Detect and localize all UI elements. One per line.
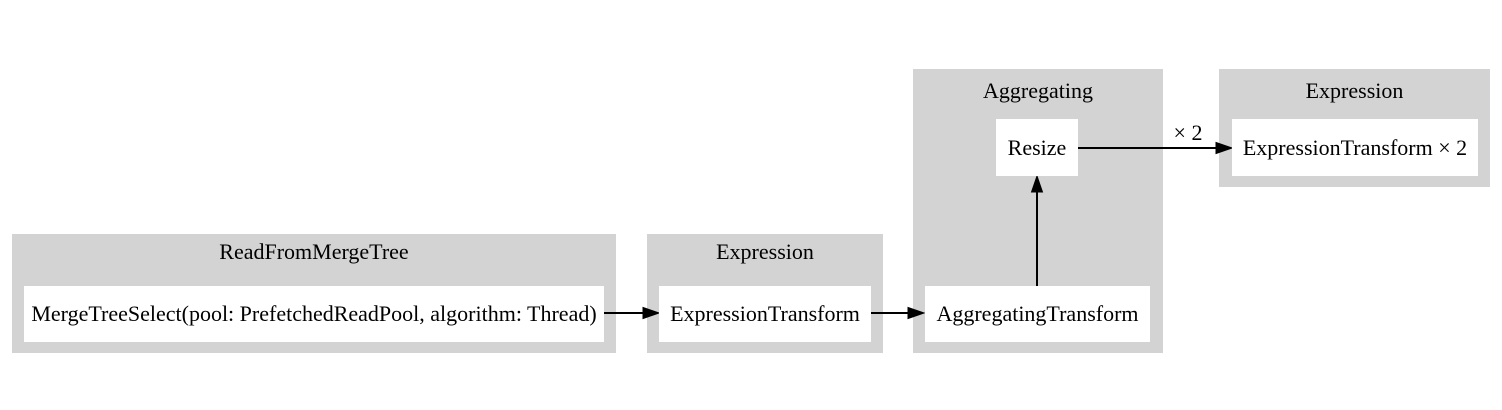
cluster-title: Aggregating <box>983 78 1093 103</box>
node-aggregatingtransform: AggregatingTransform <box>925 286 1150 342</box>
node-expressiontransform-x2: ExpressionTransform × 2 <box>1232 119 1478 176</box>
cluster-title: Expression <box>1305 78 1404 103</box>
cluster-title: Expression <box>716 239 814 264</box>
cluster-title: ReadFromMergeTree <box>219 239 409 264</box>
node-resize: Resize <box>996 119 1078 176</box>
edge-multiplier-label: × 2 <box>1173 120 1203 145</box>
node-mergetreeselect: MergeTreeSelect(pool: PrefetchedReadPool… <box>24 286 604 342</box>
node-expressiontransform: ExpressionTransform <box>659 286 871 342</box>
